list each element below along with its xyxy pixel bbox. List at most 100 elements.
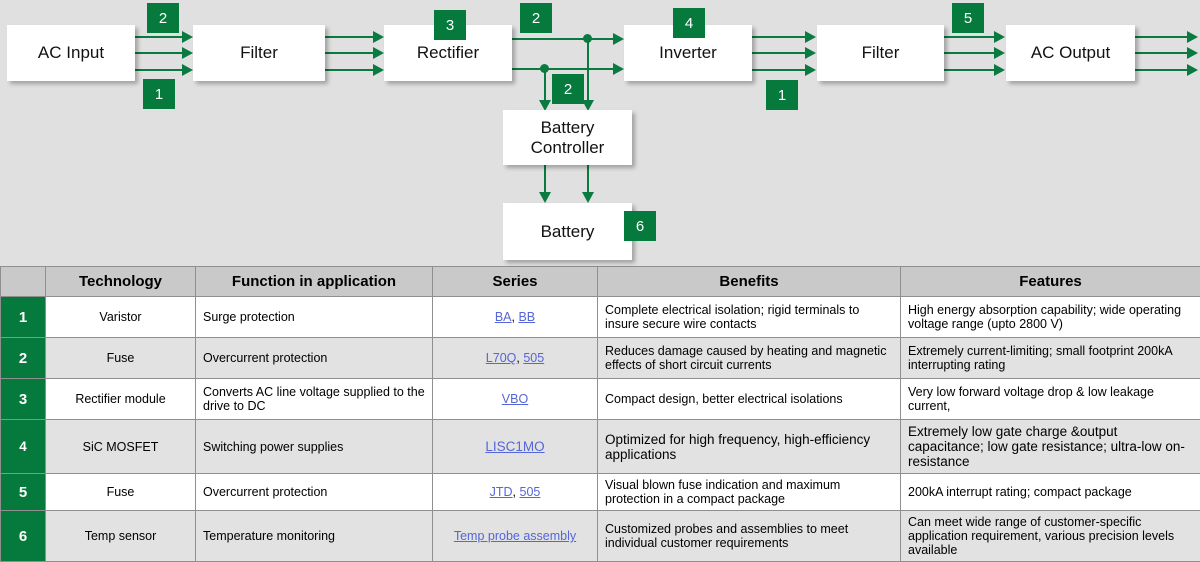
cell-features: 200kA interrupt rating; compact package <box>901 474 1200 511</box>
cell-function: Temperature monitoring <box>196 511 433 562</box>
arrow-inverter-filter-1 <box>805 31 816 43</box>
cell-series[interactable]: LISC1MO <box>433 420 598 474</box>
series-link[interactable]: Temp probe assembly <box>454 529 576 543</box>
cell-technology: Temp sensor <box>46 511 196 562</box>
badge-ac-input-top[interactable]: 2 <box>147 3 179 33</box>
badge-filter-out[interactable]: 1 <box>766 80 798 110</box>
badge-filter-out-label: 1 <box>778 87 786 104</box>
series-link[interactable]: JTD <box>490 485 513 499</box>
node-battery-controller[interactable]: Battery Controller <box>503 110 632 165</box>
table-header-row: Technology Function in application Serie… <box>1 267 1200 297</box>
badge-ac-input-bottom[interactable]: 1 <box>143 79 175 109</box>
badge-ac-output[interactable]: 5 <box>952 3 984 33</box>
cell-benefits: Customized probes and assemblies to meet… <box>598 511 901 562</box>
table-body: 1 Varistor Surge protection BA, BB Compl… <box>1 297 1200 562</box>
junction-dot-top <box>583 34 592 43</box>
arrow-filter-acoutput-2 <box>994 47 1005 59</box>
badge-ac-output-label: 5 <box>964 10 972 27</box>
wire-acinput-filter-2 <box>135 52 182 54</box>
wire-rectifier-inverter-top <box>512 38 613 40</box>
node-ac-output[interactable]: AC Output <box>1006 25 1135 81</box>
arrow-acoutput-exit-2 <box>1187 47 1198 59</box>
cell-features: Extremely current-limiting; small footpr… <box>901 338 1200 379</box>
badge-inverter[interactable]: 4 <box>673 8 705 38</box>
badge-dc-bus-label: 2 <box>532 10 540 27</box>
cell-series[interactable]: Temp probe assembly <box>433 511 598 562</box>
node-filter-output[interactable]: Filter <box>817 25 944 81</box>
node-filter-input-label: Filter <box>240 43 278 63</box>
arrow-controller-battery-left <box>539 192 551 203</box>
wire-inverter-filter-2 <box>752 52 805 54</box>
node-battery[interactable]: Battery <box>503 203 632 260</box>
wire-acoutput-exit-2 <box>1135 52 1187 54</box>
wire-dcbus-down-left <box>544 68 546 102</box>
badge-dc-bus[interactable]: 2 <box>520 3 552 33</box>
node-filter-input[interactable]: Filter <box>193 25 325 81</box>
cell-benefits: Compact design, better electrical isolat… <box>598 379 901 420</box>
arrow-filter-acoutput-1 <box>994 31 1005 43</box>
wire-acoutput-exit-1 <box>1135 36 1187 38</box>
badge-battery[interactable]: 6 <box>624 211 656 241</box>
table-row: 5 Fuse Overcurrent protection JTD, 505 V… <box>1 474 1200 511</box>
arrow-acinput-filter-1 <box>182 31 193 43</box>
arrow-acinput-filter-3 <box>182 64 193 76</box>
wire-filter-acoutput-2 <box>944 52 994 54</box>
series-link[interactable]: 505 <box>520 485 541 499</box>
row-number-badge: 2 <box>1 338 46 379</box>
cell-series[interactable]: L70Q, 505 <box>433 338 598 379</box>
cell-technology: Varistor <box>46 297 196 338</box>
cell-benefits: Reduces damage caused by heating and mag… <box>598 338 901 379</box>
arrow-acoutput-exit-3 <box>1187 64 1198 76</box>
series-link[interactable]: VBO <box>502 392 528 406</box>
series-link[interactable]: LISC1MO <box>485 439 544 454</box>
arrow-filter-rectifier-1 <box>373 31 384 43</box>
cell-technology: SiC MOSFET <box>46 420 196 474</box>
node-ac-input[interactable]: AC Input <box>7 25 135 81</box>
node-rectifier-label: Rectifier <box>417 43 479 63</box>
col-header-number <box>1 267 46 297</box>
node-battery-label: Battery <box>541 222 595 242</box>
series-link[interactable]: BA <box>495 310 512 324</box>
cell-benefits: Optimized for high frequency, high-effic… <box>598 420 901 474</box>
cell-function: Converts AC line voltage supplied to the… <box>196 379 433 420</box>
arrow-filter-acoutput-3 <box>994 64 1005 76</box>
cell-benefits: Visual blown fuse indication and maximum… <box>598 474 901 511</box>
col-header-technology: Technology <box>46 267 196 297</box>
cell-technology: Fuse <box>46 338 196 379</box>
cell-series[interactable]: JTD, 505 <box>433 474 598 511</box>
junction-dot-bottom <box>540 64 549 73</box>
wire-controller-battery-right <box>587 164 589 194</box>
arrow-inverter-filter-2 <box>805 47 816 59</box>
block-diagram: AC Input Filter Rectifier Inverter Filte… <box>0 0 1200 266</box>
node-ac-input-label: AC Input <box>38 43 104 63</box>
badge-rectifier[interactable]: 3 <box>434 10 466 40</box>
wire-acinput-filter-3 <box>135 69 182 71</box>
cell-features: High energy absorption capability; wide … <box>901 297 1200 338</box>
arrow-rectifier-inverter-top <box>613 33 624 45</box>
table-row: 4 SiC MOSFET Switching power supplies LI… <box>1 420 1200 474</box>
cell-technology: Fuse <box>46 474 196 511</box>
series-link[interactable]: L70Q <box>486 351 517 365</box>
cell-series[interactable]: VBO <box>433 379 598 420</box>
arrow-controller-battery-right <box>582 192 594 203</box>
badge-ac-input-top-label: 2 <box>159 10 167 27</box>
series-link[interactable]: 505 <box>523 351 544 365</box>
wire-dcbus-down-right <box>587 38 589 102</box>
technology-table-wrapper: Technology Function in application Serie… <box>0 266 1200 555</box>
cell-series[interactable]: BA, BB <box>433 297 598 338</box>
cell-features: Extremely low gate charge &output capaci… <box>901 420 1200 474</box>
badge-battery-link[interactable]: 2 <box>552 74 584 104</box>
row-number-badge: 6 <box>1 511 46 562</box>
table-row: 2 Fuse Overcurrent protection L70Q, 505 … <box>1 338 1200 379</box>
cell-features: Very low forward voltage drop & low leak… <box>901 379 1200 420</box>
row-number-badge: 4 <box>1 420 46 474</box>
cell-function: Surge protection <box>196 297 433 338</box>
node-battery-controller-label: Battery Controller <box>531 118 605 157</box>
arrow-acinput-filter-2 <box>182 47 193 59</box>
arrow-filter-rectifier-2 <box>373 47 384 59</box>
wire-acinput-filter-1 <box>135 36 182 38</box>
wire-filter-rectifier-3 <box>325 69 373 71</box>
badge-inverter-label: 4 <box>685 15 693 32</box>
wire-controller-battery-left <box>544 164 546 194</box>
series-link[interactable]: BB <box>518 310 535 324</box>
